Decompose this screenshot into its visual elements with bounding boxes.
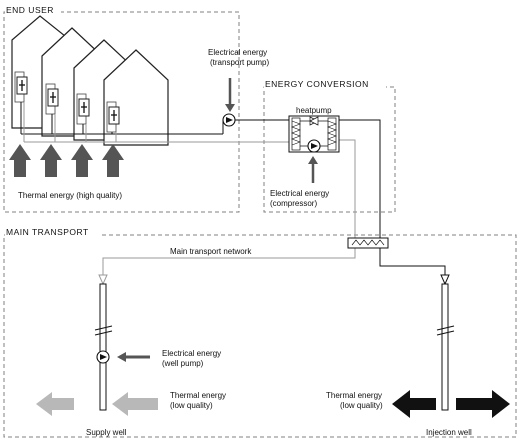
thermal-low-right-arrows [392,390,510,418]
thermal-low-right-label-2: (low quality) [340,401,383,410]
electrical-compressor-arrow [308,156,318,183]
injection-well [436,274,455,411]
end-user-supply-pipe [23,102,300,143]
well-pump-label-1: Electrical energy [162,349,221,358]
pump-icon [307,139,321,153]
main-transport-section: MAIN TRANSPORT [3,227,517,438]
radiator-icon [14,71,28,103]
well-pump-label-2: (well pump) [162,359,204,368]
compressor-label-1: Electrical energy [270,189,329,198]
compressor-label-2: (compressor) [270,199,317,208]
energy-conversion-section: ENERGY CONVERSION [263,79,396,213]
radiators [14,71,120,133]
electrical-well-pump-arrow [117,352,150,362]
end-user-section: END USER [3,5,240,213]
main-transport-title: MAIN TRANSPORT [6,227,89,237]
thermal-low-left-label-1: Thermal energy [170,391,226,400]
pump-icon [96,350,110,364]
houses [11,15,169,146]
heat-exchanger-icon [347,237,389,249]
network-label: Main transport network [170,247,252,256]
radiator-icon [76,93,90,125]
pump-icon [222,113,236,127]
thermal-low-left-label-2: (low quality) [170,401,213,410]
heatpump-label: heatpump [296,106,332,115]
supply-well [94,274,113,411]
end-user-title: END USER [6,5,54,15]
radiator-icon [45,83,59,115]
transport-pump-label-2: (transport pump) [210,58,269,67]
supply-well-label: Supply well [86,428,127,437]
electrical-transport-pump-arrow [225,78,235,112]
transport-pump-label-1: Electrical energy [208,48,267,57]
thermal-low-right-label-1: Thermal energy [326,391,382,400]
thermal-high-arrows [9,144,124,177]
thermal-high-label: Thermal energy (high quality) [18,191,122,200]
energy-conversion-title: ENERGY CONVERSION [265,79,369,89]
injection-well-label: Injection well [426,428,472,437]
thermal-low-left-arrows [36,392,158,416]
